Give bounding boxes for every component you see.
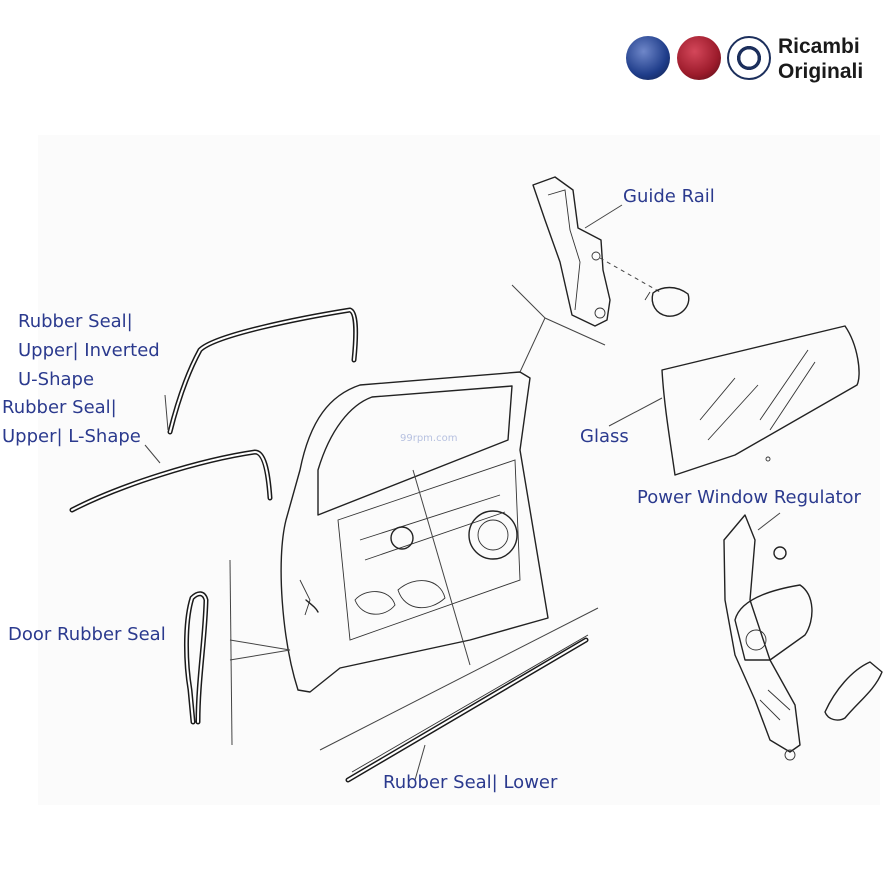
brand-line-2: Originali: [778, 60, 864, 83]
seal-door-vertical: [184, 591, 209, 725]
alfa-romeo-logo: [727, 36, 771, 80]
label-door-rubber-seal: Door Rubber Seal: [8, 624, 166, 645]
label-power-window-regulator: Power Window Regulator: [637, 487, 861, 508]
leader-lines: [144, 204, 781, 781]
lancia-logo: [626, 36, 670, 80]
watermark: 99rpm.com: [400, 433, 458, 444]
label-guide-rail: Guide Rail: [623, 186, 715, 207]
guide-rail: [532, 176, 690, 327]
label-rubber-seal-upper-l-line-2: Upper| L-Shape: [2, 426, 141, 447]
label-rubber-seal-upper-u-line-1: Rubber Seal|: [18, 311, 133, 332]
label-rubber-seal-lower: Rubber Seal| Lower: [383, 772, 558, 793]
glass-pane: [661, 325, 860, 476]
label-rubber-seal-upper-l-line-1: Rubber Seal|: [2, 397, 117, 418]
diagram-panel: [38, 135, 880, 805]
label-rubber-seal-upper-u-line-2: Upper| Inverted: [18, 340, 160, 361]
fiat-logo: [677, 36, 721, 80]
seal-upper-u-shape: [167, 307, 359, 435]
brand-text: Ricambi Originali: [778, 34, 863, 84]
window-regulator: [723, 514, 883, 761]
brand-line-1: Ricambi: [778, 35, 860, 58]
seal-lower: [345, 634, 589, 783]
seal-upper-l-shape: [69, 449, 273, 513]
label-rubber-seal-upper-u-line-3: U-Shape: [18, 369, 95, 390]
door-panel: [280, 371, 549, 693]
label-glass: Glass: [580, 426, 629, 447]
